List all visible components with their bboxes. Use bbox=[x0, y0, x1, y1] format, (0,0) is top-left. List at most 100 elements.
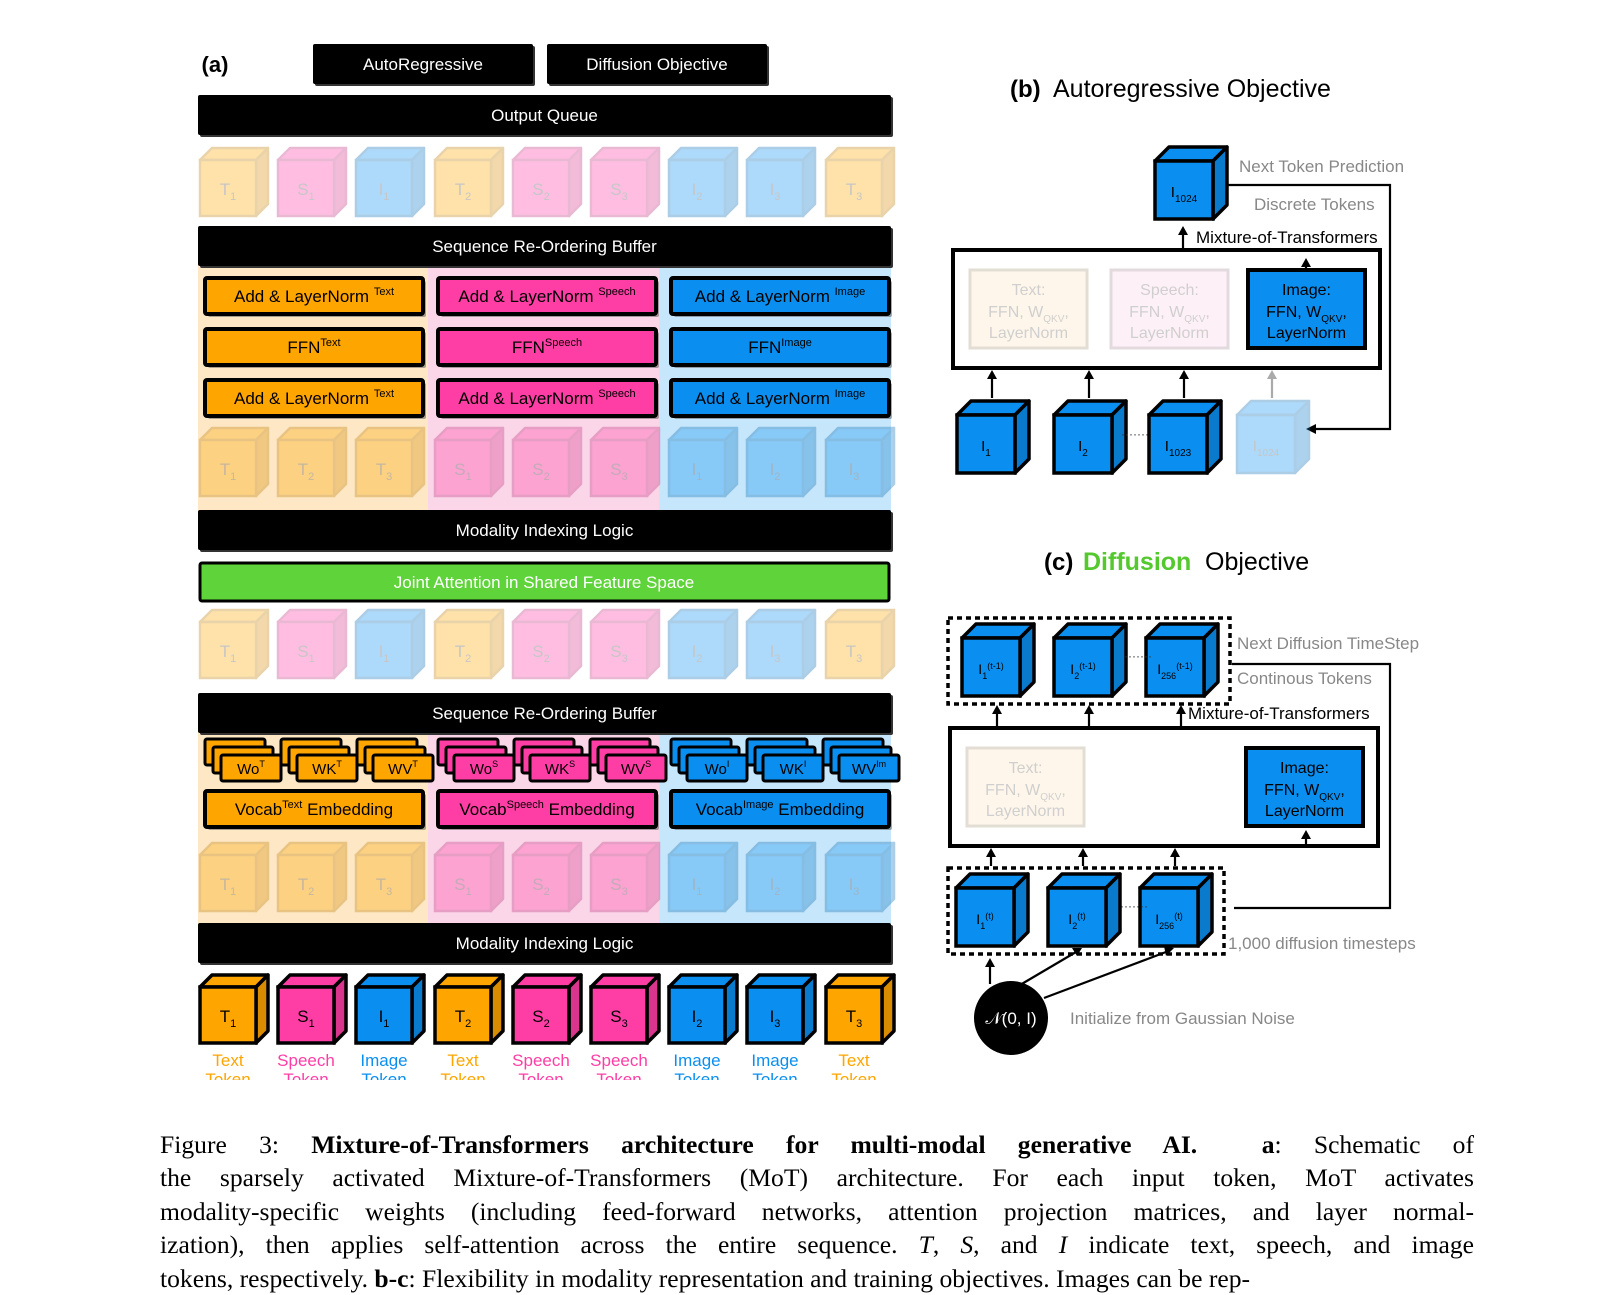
text-span: 2 bbox=[465, 191, 471, 203]
panel-c-label: (c) bbox=[1044, 549, 1073, 576]
cube-front bbox=[276, 620, 336, 680]
cube-front bbox=[745, 620, 805, 680]
cube-top bbox=[824, 146, 896, 162]
cube-front bbox=[198, 985, 258, 1045]
text-span: I bbox=[1068, 911, 1072, 927]
text-span: Embedding bbox=[544, 800, 635, 819]
cube-front bbox=[354, 438, 414, 498]
cube-label: T3 bbox=[846, 642, 863, 665]
text-span: 2 bbox=[544, 886, 550, 898]
text-span: 2 bbox=[465, 653, 471, 665]
cube-side bbox=[332, 608, 348, 680]
text-span: 2 bbox=[1072, 921, 1077, 931]
box-body bbox=[669, 378, 891, 418]
cube-label: I1024 bbox=[1253, 438, 1280, 459]
text-span: I bbox=[976, 911, 980, 927]
cube-label: I2 bbox=[692, 180, 703, 203]
cube-label: T3 bbox=[376, 875, 393, 898]
text-span: T bbox=[259, 759, 265, 769]
cube-front bbox=[824, 158, 884, 218]
cube-side bbox=[801, 146, 817, 218]
weight-label: WVIm bbox=[852, 759, 886, 778]
text-span: S bbox=[610, 1007, 621, 1026]
text-span: 1 bbox=[985, 448, 991, 459]
cube-top bbox=[824, 841, 896, 857]
text-span: Add & LayerNorm bbox=[695, 389, 835, 408]
text-span: T bbox=[376, 875, 386, 894]
diff-out-arrow-2 bbox=[1176, 705, 1186, 728]
ar-mot-label: Mixture-of-Transformers bbox=[1196, 228, 1378, 247]
weight-stack-S-2: WVS bbox=[588, 737, 668, 783]
token-type-token: Token bbox=[518, 1070, 563, 1080]
cube-top bbox=[354, 841, 426, 857]
mod-box-weights: FFN, WQKV, bbox=[985, 782, 1066, 803]
text-span: 3 bbox=[622, 886, 628, 898]
cube-label: I3 bbox=[849, 875, 860, 898]
weight-stack-I-1: WKI bbox=[745, 737, 825, 783]
text-span: Text bbox=[374, 388, 394, 400]
text-span: 3 bbox=[856, 653, 862, 665]
cube-label: I2(t-1) bbox=[1070, 661, 1095, 681]
cube-side bbox=[880, 146, 896, 218]
box-body bbox=[436, 378, 658, 418]
text-span: FFN, W bbox=[988, 304, 1044, 321]
cube-front bbox=[667, 853, 727, 913]
text-span: Wo bbox=[237, 761, 259, 778]
ar-input-token-1: I2 bbox=[1052, 399, 1128, 475]
cube-label: I2(t) bbox=[1068, 911, 1085, 931]
text-span: 2 bbox=[696, 1018, 702, 1030]
cube-side bbox=[410, 426, 426, 498]
text-span: WV bbox=[852, 761, 876, 778]
cube-front bbox=[198, 620, 258, 680]
addnorm-top-T: Add & LayerNorm Text bbox=[203, 276, 426, 317]
joint-attention-bar: Joint Attention in Shared Feature Space bbox=[198, 561, 891, 603]
input-token-8: T3 bbox=[824, 973, 896, 1045]
weight-label: WoS bbox=[470, 759, 498, 778]
attention-token-1: S1 bbox=[276, 608, 348, 680]
weight-label: WVS bbox=[621, 759, 651, 778]
timesteps-label: 1,000 diffusion timesteps bbox=[1228, 934, 1416, 953]
diff-image-up-arrow bbox=[1301, 830, 1311, 848]
noise-arrow-1 bbox=[985, 958, 995, 984]
cube-top bbox=[198, 146, 270, 162]
cube-label: I3 bbox=[770, 1007, 781, 1030]
text-span: 3 bbox=[622, 653, 628, 665]
cube-label: I1 bbox=[981, 438, 991, 459]
arrow-head bbox=[1170, 848, 1180, 857]
ar-speech-box: Speech:FFN, WQKV,LayerNorm bbox=[1109, 268, 1230, 350]
cube-label: S1 bbox=[297, 180, 314, 203]
text-span: 2 bbox=[465, 1018, 471, 1030]
diffusion-objective-box-label: Diffusion Objective bbox=[586, 55, 727, 74]
cube-label: T2 bbox=[298, 875, 315, 898]
cube-front bbox=[1144, 636, 1206, 698]
text-span: T bbox=[455, 642, 465, 661]
cube-side bbox=[801, 608, 817, 680]
cube-label: S1 bbox=[454, 875, 471, 898]
upper-grouped-token-8: I3 bbox=[824, 426, 896, 498]
weight-card bbox=[528, 753, 592, 783]
input-token-5: S3 bbox=[589, 973, 661, 1045]
cube-label: I1 bbox=[379, 642, 390, 665]
diff-input-token-2: I256(t) bbox=[1138, 872, 1214, 948]
cube-side bbox=[1211, 145, 1229, 221]
cube-top bbox=[589, 608, 661, 624]
ffn-I: FFNImage bbox=[669, 327, 892, 368]
mod-box-body bbox=[1109, 268, 1230, 350]
cube-side bbox=[1012, 872, 1030, 948]
text-span: , bbox=[1205, 304, 1209, 321]
text-span: Text bbox=[320, 337, 340, 349]
cube-front bbox=[511, 985, 571, 1045]
diff-in-arrow-0 bbox=[986, 848, 996, 866]
mod-box-weights: FFN, WQKV, bbox=[1264, 782, 1345, 803]
reorder-buffer-upper: Sequence Re-Ordering Buffer bbox=[198, 226, 893, 268]
modality-logic-upper-label: Modality Indexing Logic bbox=[456, 521, 634, 540]
cube-front bbox=[745, 438, 805, 498]
text-span: I bbox=[1078, 438, 1082, 455]
panel-c-title-objective: Objective bbox=[1205, 548, 1309, 576]
figure-caption: Figure 3: Mixture-of-Transformers archit… bbox=[160, 1128, 1474, 1295]
cube-top bbox=[589, 841, 661, 857]
cube-top bbox=[433, 146, 505, 162]
cube-side bbox=[332, 146, 348, 218]
